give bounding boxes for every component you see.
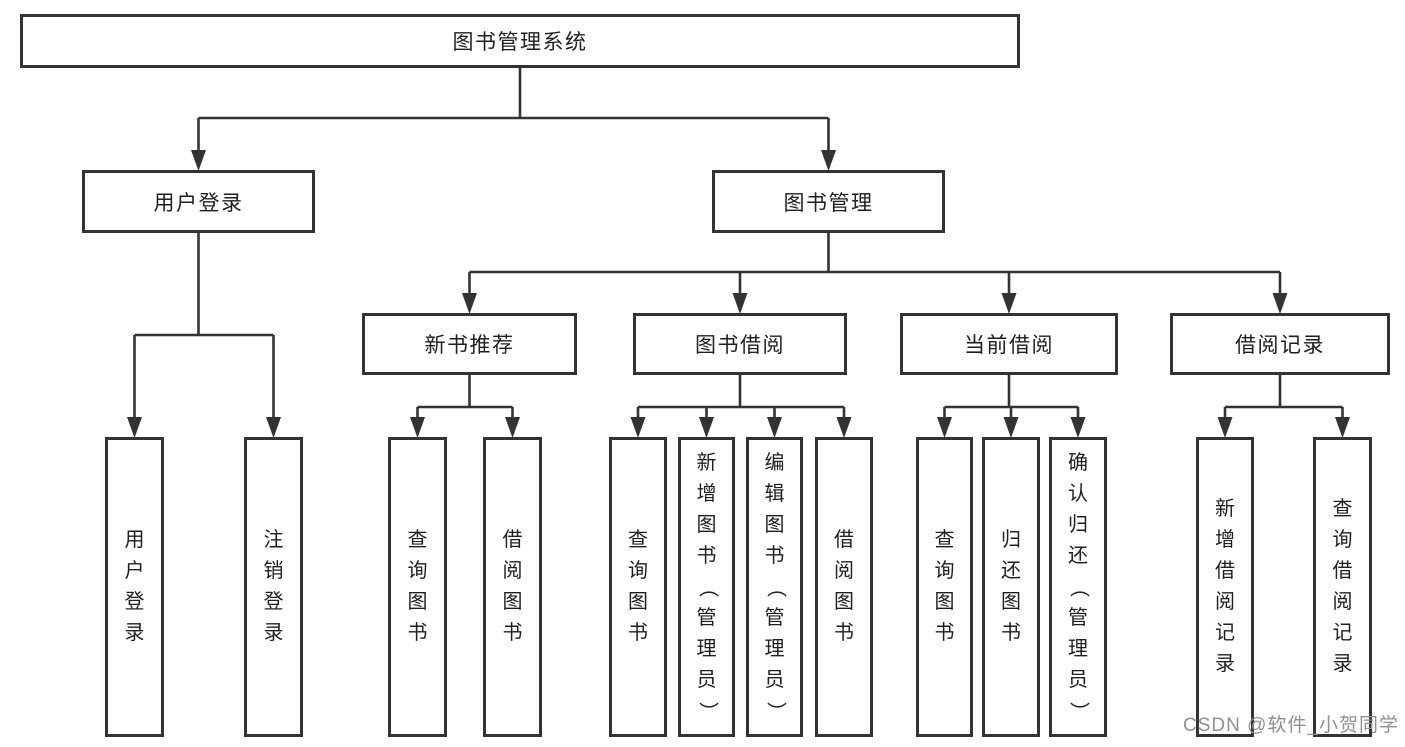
node-bb-query-books: 查询图书 [609, 437, 667, 737]
node-bb-add-books: 新增图书（管理员） [678, 437, 735, 737]
node-label: 用户登录 [124, 529, 145, 644]
node-label: 图书管理 [783, 191, 874, 215]
node-user-login-leaf: 用户登录 [105, 437, 164, 737]
node-br-add-record: 新增借阅记录 [1196, 437, 1254, 737]
node-label: 注销登录 [263, 529, 284, 644]
arrowhead-icon [821, 150, 836, 171]
node-current-borrow: 当前借阅 [900, 313, 1118, 375]
node-label: 新增图书（管理员） [696, 451, 718, 722]
node-nbr-borrow-books: 借阅图书 [483, 437, 542, 737]
arrowhead-icon [1217, 417, 1233, 438]
arrowhead-icon [1272, 293, 1288, 314]
node-label: 用户登录 [153, 191, 244, 215]
arrowhead-icon [1070, 417, 1086, 438]
arrowhead-icon [937, 417, 952, 438]
node-label: 当前借阅 [964, 334, 1054, 357]
node-cb-confirm-return: 确认归还（管理员） [1049, 437, 1107, 737]
node-label: 查询图书 [407, 529, 428, 644]
node-label: 查询借阅记录 [1332, 498, 1353, 675]
arrowhead-icon [732, 293, 748, 314]
node-book-mgmt: 图书管理 [712, 170, 945, 233]
arrowhead-icon [630, 417, 646, 438]
arrowhead-icon [191, 150, 206, 171]
node-br-query-record: 查询借阅记录 [1313, 437, 1372, 737]
node-label: 查询图书 [628, 529, 648, 644]
node-user-login: 用户登录 [82, 170, 315, 233]
node-logout-leaf: 注销登录 [244, 437, 303, 737]
arrowhead-icon [836, 417, 852, 438]
node-book-borrow: 图书借阅 [633, 313, 847, 375]
node-label: 图书借阅 [695, 334, 785, 357]
watermark: CSDN @软件_小贺同学 [1183, 715, 1399, 736]
node-bb-edit-books: 编辑图书（管理员） [746, 437, 803, 737]
arrowhead-icon [1335, 417, 1350, 438]
arrowhead-icon [699, 417, 714, 438]
node-label: 新增借阅记录 [1215, 498, 1235, 675]
node-label: 借阅记录 [1235, 334, 1325, 357]
arrowhead-icon [410, 417, 425, 438]
node-root: 图书管理系统 [20, 14, 1020, 68]
arrowhead-icon [767, 417, 782, 438]
node-label: 图书管理系统 [452, 31, 588, 54]
node-bb-borrow-books: 借阅图书 [815, 437, 873, 737]
node-label: 查询图书 [934, 529, 955, 644]
node-label: 借阅图书 [834, 529, 854, 644]
node-cb-return-books: 归还图书 [982, 437, 1040, 737]
arrowhead-icon [127, 417, 142, 438]
node-cb-query-books: 查询图书 [916, 437, 973, 737]
arrowhead-icon [1001, 293, 1017, 314]
node-borrow-records: 借阅记录 [1170, 313, 1390, 375]
arrowhead-icon [1003, 417, 1019, 438]
node-nbr-query-books: 查询图书 [388, 437, 447, 737]
node-label: 归还图书 [1001, 529, 1021, 644]
arrowhead-icon [266, 417, 281, 438]
node-label: 新书推荐 [424, 334, 515, 357]
node-new-book-rec: 新书推荐 [362, 313, 577, 375]
node-label: 编辑图书（管理员） [764, 451, 786, 722]
node-label: 借阅图书 [502, 529, 523, 644]
arrowhead-icon [505, 417, 520, 438]
node-label: 确认归还（管理员） [1067, 451, 1090, 722]
arrowhead-icon [462, 293, 477, 314]
